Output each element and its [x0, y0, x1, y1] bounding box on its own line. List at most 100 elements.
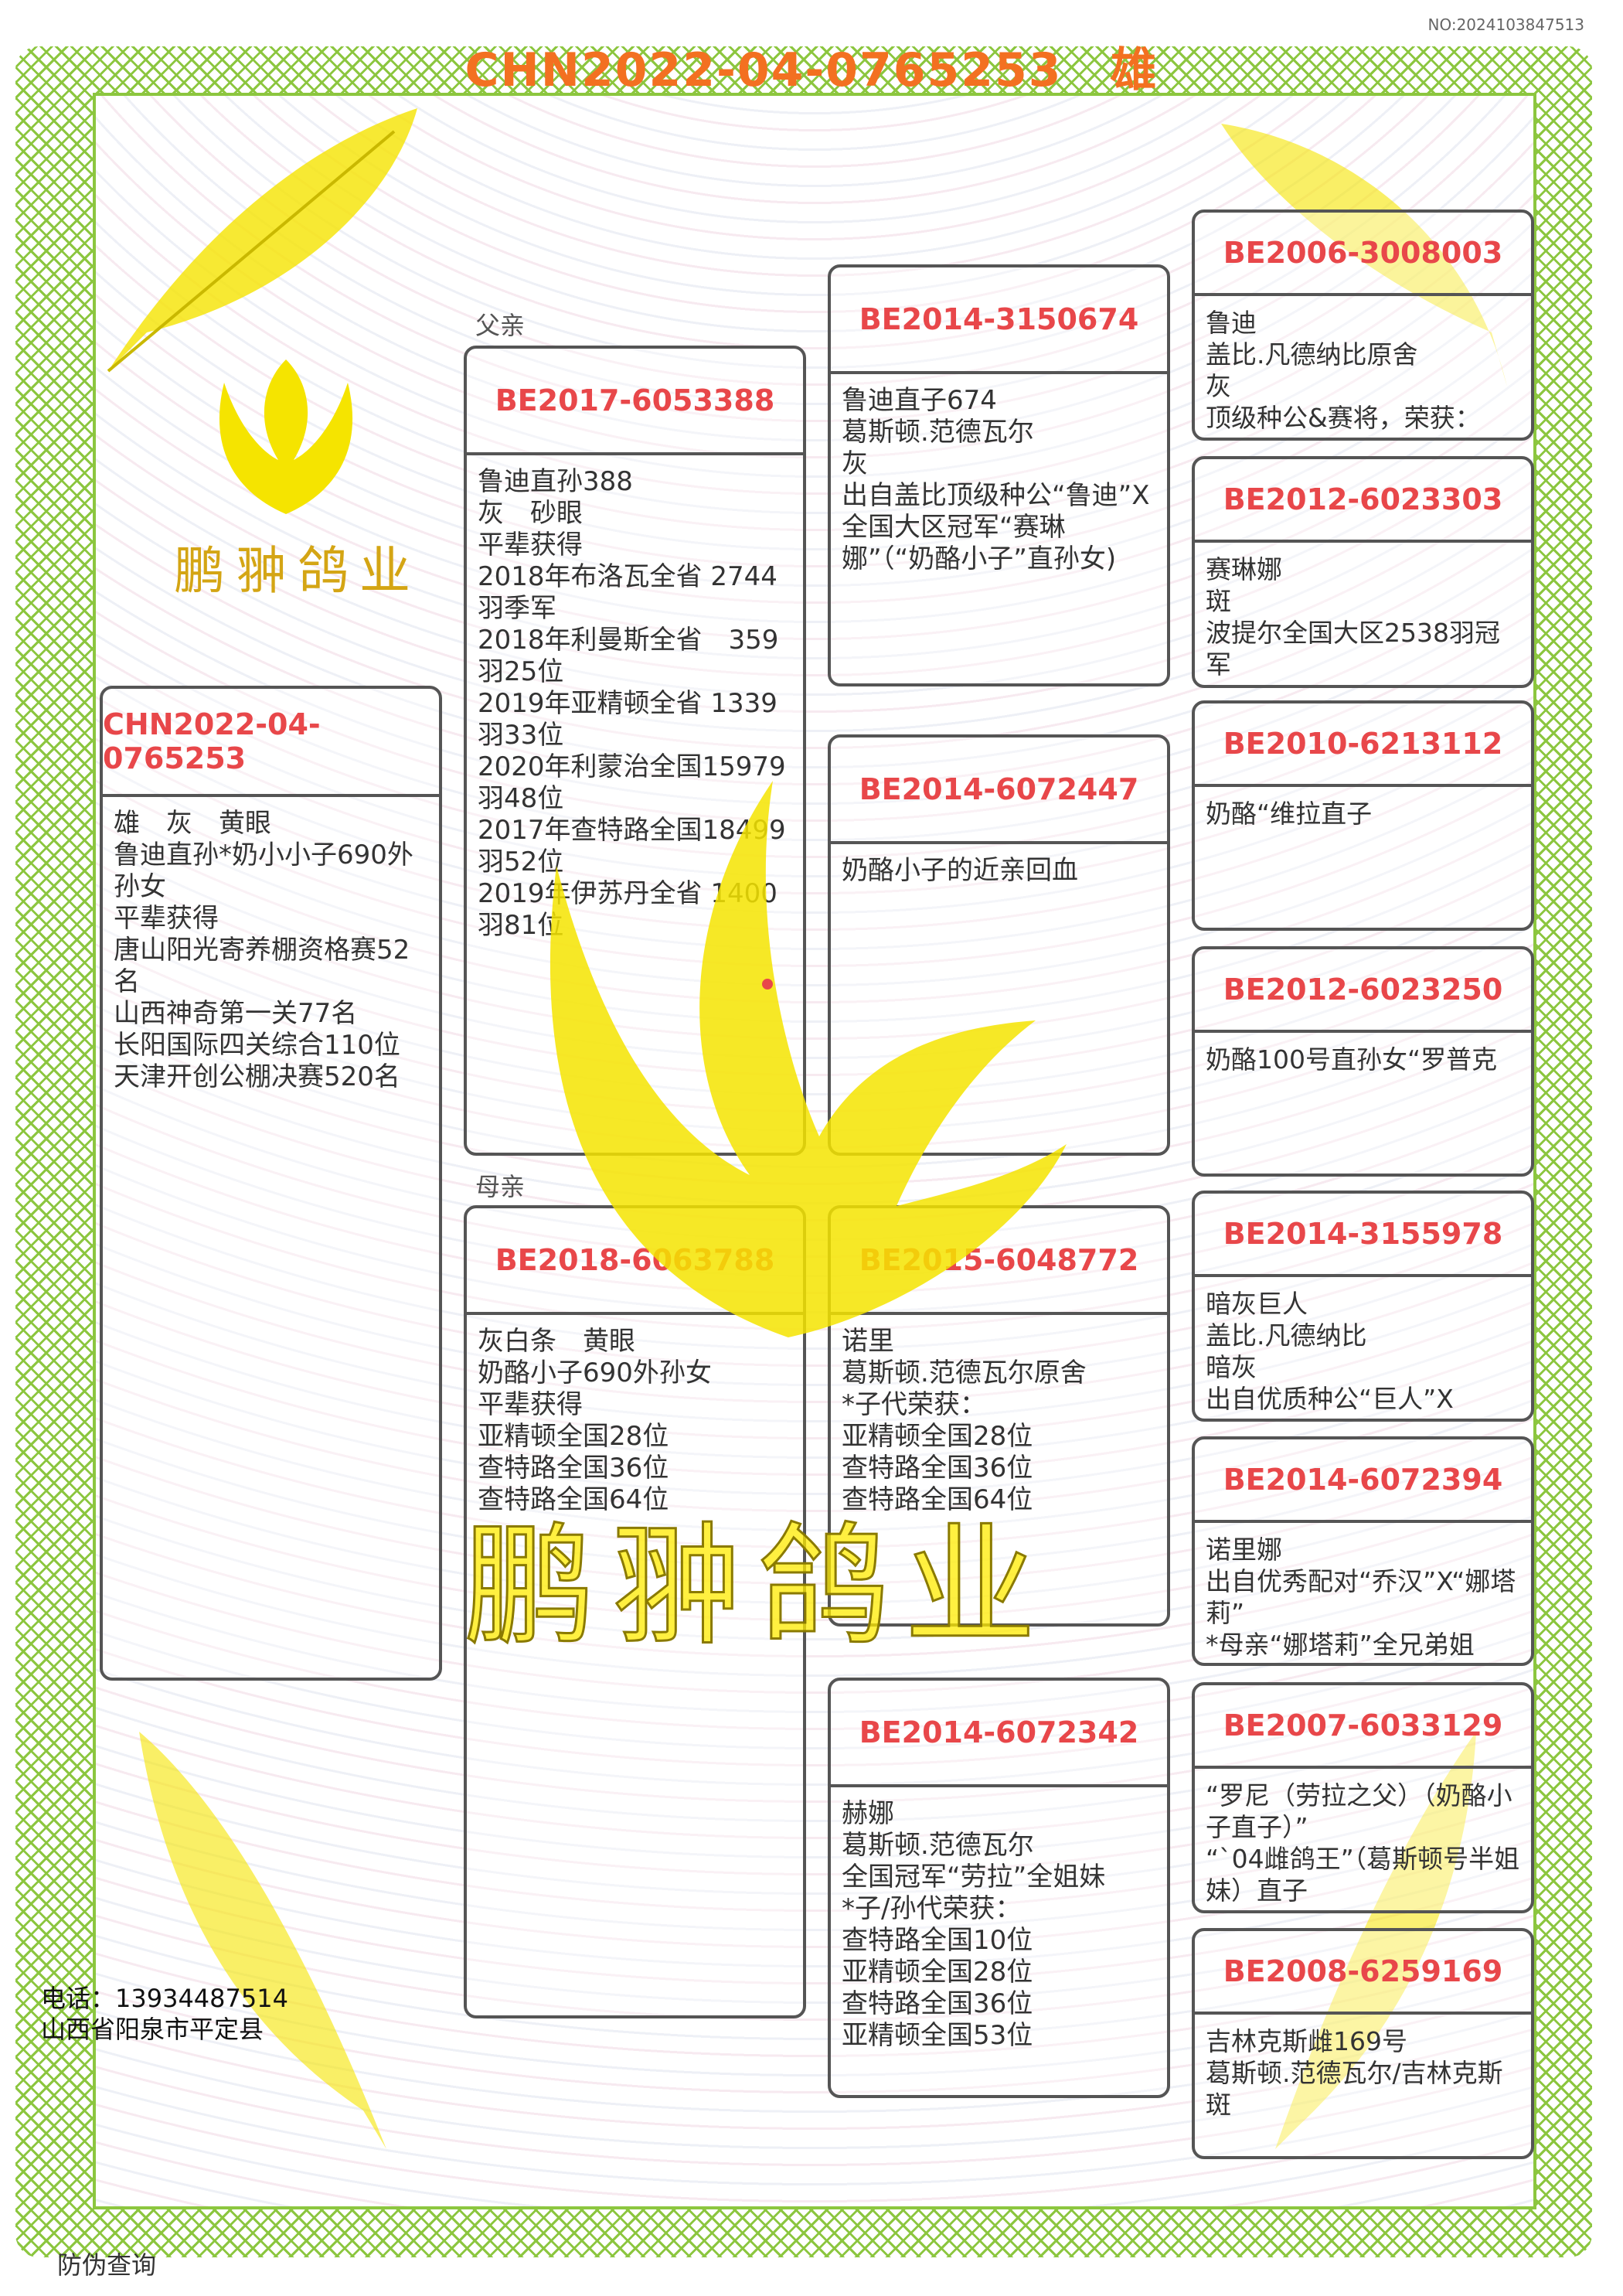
- phone-number: 电话：13934487514: [41, 1984, 288, 2013]
- detail-line: 奶酪“维拉直子: [1206, 799, 1373, 829]
- detail-line: 山西神奇第一关77名: [114, 998, 358, 1029]
- ancestor-card: BE2007-6033129“罗尼（劳拉之父）（奶酪小子直子）”“`04雌鸽王”…: [1192, 1682, 1534, 1913]
- detail-line: 诺里: [842, 1326, 894, 1357]
- ancestor-card: BE2014-6072447 奶酪小子的近亲回血: [828, 734, 1170, 1156]
- ring-number: BE2006-3008003: [1195, 213, 1531, 296]
- dove-logo-icon: [219, 359, 353, 514]
- detail-line: 灰: [1206, 371, 1231, 401]
- feather-icon: [139, 1732, 386, 2149]
- pigeon-details: 鲁迪盖比.凡德纳比原舍灰顶级种公&赛将，荣获：: [1195, 296, 1531, 438]
- detail-line: 灰: [842, 448, 868, 479]
- pigeon-details: 诺里葛斯顿.范德瓦尔原舍*子代荣获：亚精顿全国28位查特路全国36位查特路全国6…: [831, 1315, 1167, 1527]
- detail-line: 平辈获得: [478, 1389, 583, 1420]
- ring-number: BE2014-6072342: [831, 1681, 1167, 1787]
- ring-number: CHN2022-04-0765253: [103, 689, 439, 797]
- feather-icon: [1221, 124, 1507, 387]
- ring-number: BE2014-6072447: [831, 738, 1167, 844]
- ring-number: BE2017-6053388: [467, 349, 803, 455]
- detail-line: 亚精顿全国28位: [478, 1421, 669, 1452]
- ring-number: BE2018-6063788: [467, 1208, 803, 1315]
- detail-line: 2018年利曼斯全省 359羽25位: [478, 625, 779, 687]
- detail-line: 2019年伊苏丹全省 1400羽81位: [478, 878, 777, 941]
- verify-link[interactable]: 防伪查询: [57, 2250, 157, 2280]
- detail-line: 赛琳娜: [1206, 554, 1282, 584]
- detail-line: 鲁迪直孙388: [478, 466, 633, 497]
- detail-line: *子代荣获：: [842, 1389, 986, 1420]
- detail-line: 平辈获得: [478, 530, 583, 560]
- detail-line: 出自优质种公“巨人”X: [1206, 1384, 1454, 1414]
- detail-line: 长阳国际四关综合110位: [114, 1030, 400, 1061]
- detail-line: 出自盖比顶级种公“鲁迪”X全国大区冠军“赛琳娜”（“奶酪小子”直孙女): [842, 480, 1150, 574]
- detail-line: 出自优秀配对“乔汉”X“娜塔莉”: [1206, 1566, 1516, 1628]
- detail-line: 盖比.凡德纳比: [1206, 1320, 1367, 1351]
- detail-line: 查特路全国10位: [842, 1925, 1033, 1956]
- detail-line: 平辈获得: [114, 903, 219, 934]
- detail-line: 葛斯顿.范德瓦尔: [842, 1830, 1034, 1861]
- detail-line: 查特路全国36位: [842, 1988, 1033, 2019]
- pigeon-details: 奶酪“维拉直子: [1195, 787, 1531, 840]
- detail-line: 暗灰: [1206, 1352, 1257, 1382]
- ring-number: BE2014-3150674: [831, 267, 1167, 374]
- detail-line: 葛斯顿.范德瓦尔原舍: [842, 1358, 1087, 1388]
- feather-icon: [107, 108, 417, 373]
- detail-line: 波提尔全国大区2538羽冠军: [1206, 618, 1500, 680]
- detail-line: 奶酪小子690外孙女: [478, 1358, 712, 1388]
- pigeon-details: 灰白条 黄眼奶酪小子690外孙女平辈获得亚精顿全国28位查特路全国36位查特路全…: [467, 1315, 803, 1527]
- detail-line: 2019年亚精顿全省 1339羽33位: [478, 688, 777, 751]
- serial-number: NO:2024103847513: [1427, 15, 1584, 34]
- pigeon-details: 暗灰巨人盖比.凡德纳比暗灰出自优质种公“巨人”X: [1195, 1277, 1531, 1419]
- detail-line: 奶酪小子的近亲回血: [842, 855, 1078, 886]
- pigeon-details: 雄 灰 黄眼鲁迪直孙*奶小小子690外孙女平辈获得唐山阳光寄养棚资格赛52名山西…: [103, 797, 439, 1104]
- detail-line: 鲁迪直子674: [842, 385, 997, 416]
- detail-line: 鲁迪直孙*奶小小子690外孙女: [114, 840, 413, 902]
- pigeon-details: 赫娜葛斯顿.范德瓦尔全国冠军“劳拉”全姐妹*子/孙代荣获：查特路全国10位亚精顿…: [831, 1787, 1167, 2063]
- pigeon-details: 诺里娜出自优秀配对“乔汉”X“娜塔莉”*母亲“娜塔莉”全兄弟姐: [1195, 1523, 1531, 1663]
- detail-line: 葛斯顿.范德瓦尔: [842, 417, 1034, 448]
- pigeon-details: 奶酪小子的近亲回血: [831, 844, 1167, 898]
- detail-line: 葛斯顿.范德瓦尔/吉林克斯: [1206, 2058, 1503, 2088]
- pigeon-details: 奶酪100号直孙女“罗普克: [1195, 1033, 1531, 1086]
- sire-label: 父亲: [475, 311, 526, 340]
- ring-number: BE2015-6048772: [831, 1208, 1167, 1315]
- detail-line: 唐山阳光寄养棚资格赛52名: [114, 935, 410, 997]
- ring-number: BE2014-3155978: [1195, 1194, 1531, 1277]
- detail-line: 亚精顿全国28位: [842, 1957, 1033, 1988]
- detail-line: 盖比.凡德纳比原舍: [1206, 339, 1418, 370]
- ring-number: BE2007-6033129: [1195, 1685, 1531, 1769]
- ring-number: BE2014-6072394: [1195, 1439, 1531, 1523]
- detail-line: 斑: [1206, 586, 1231, 616]
- ring-number: BE2012-6023303: [1195, 459, 1531, 543]
- detail-line: 吉林克斯雌169号: [1206, 2026, 1407, 2056]
- detail-line: 2017年查特路全国18499羽52位: [478, 815, 786, 877]
- logo-text: 鹏翀鸽业: [174, 541, 421, 601]
- detail-line: 雄 灰 黄眼: [114, 808, 271, 839]
- detail-line: 天津开创公棚决赛520名: [114, 1061, 400, 1092]
- detail-line: 查特路全国64位: [478, 1484, 669, 1515]
- ring-number: BE2010-6213112: [1195, 703, 1531, 787]
- feather-icon: [1275, 1732, 1476, 2149]
- detail-line: 顶级种公&赛将，荣获：: [1206, 403, 1481, 433]
- ring-number: BE2008-6259169: [1195, 1931, 1531, 2015]
- detail-line: *子/孙代荣获：: [842, 1893, 1022, 1924]
- detail-line: 灰白条 黄眼: [478, 1326, 635, 1357]
- detail-line: 灰 砂眼: [478, 498, 583, 529]
- pigeon-details: 吉林克斯雌169号葛斯顿.范德瓦尔/吉林克斯斑: [1195, 2015, 1531, 2131]
- pigeon-details: 赛琳娜斑波提尔全国大区2538羽冠军: [1195, 543, 1531, 685]
- detail-line: 赫娜: [842, 1798, 894, 1829]
- detail-line: 2018年布洛瓦全省 2744羽季军: [478, 561, 777, 624]
- detail-line: *母亲“娜塔莉”全兄弟姐: [1206, 1630, 1475, 1660]
- detail-line: “`04雌鸽王”（葛斯顿号半姐妹）直子: [1206, 1844, 1520, 1906]
- detail-line: 奶酪100号直孙女“罗普克: [1206, 1044, 1498, 1075]
